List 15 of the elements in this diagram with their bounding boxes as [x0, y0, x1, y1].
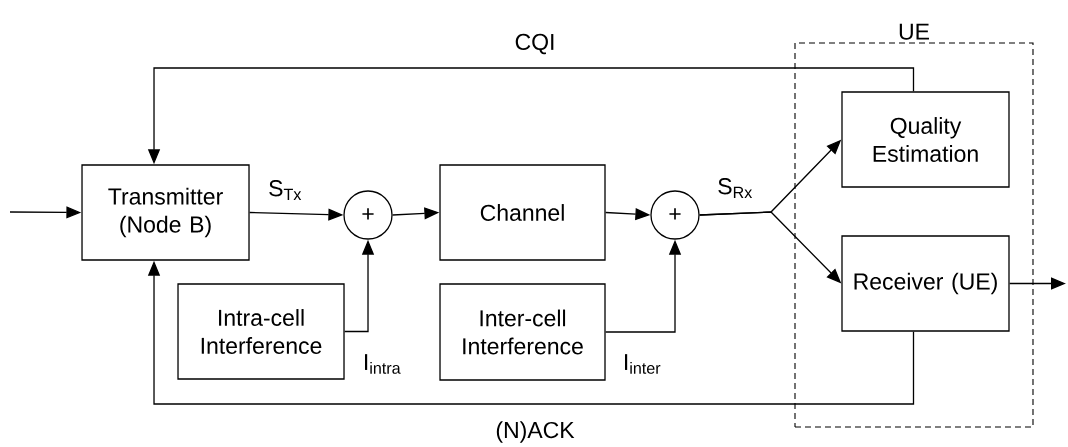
edge-label: (N)ACK	[496, 421, 575, 443]
process-box: Inter-cell Interference	[439, 283, 606, 381]
node-label: UE	[899, 23, 929, 40]
edge-label: S$_{Tx}$	[269, 180, 302, 200]
process-box: Intra-cell Interference	[177, 283, 345, 380]
edge-label: S$_{Rx}$	[718, 178, 753, 198]
process-box: Receiver (UE)	[841, 235, 1010, 332]
edge-label: I$_{inter}$	[625, 354, 661, 374]
process-box: Quality Estimation	[841, 91, 1010, 188]
process-box: Channel	[439, 164, 606, 261]
summing-junction: +	[650, 190, 700, 240]
process-box: Transmitter (Node B)	[81, 164, 250, 261]
summing-junction: +	[343, 190, 393, 240]
edge-label: CQI	[515, 33, 554, 55]
edge-label: I$_{intra}$	[365, 354, 401, 374]
